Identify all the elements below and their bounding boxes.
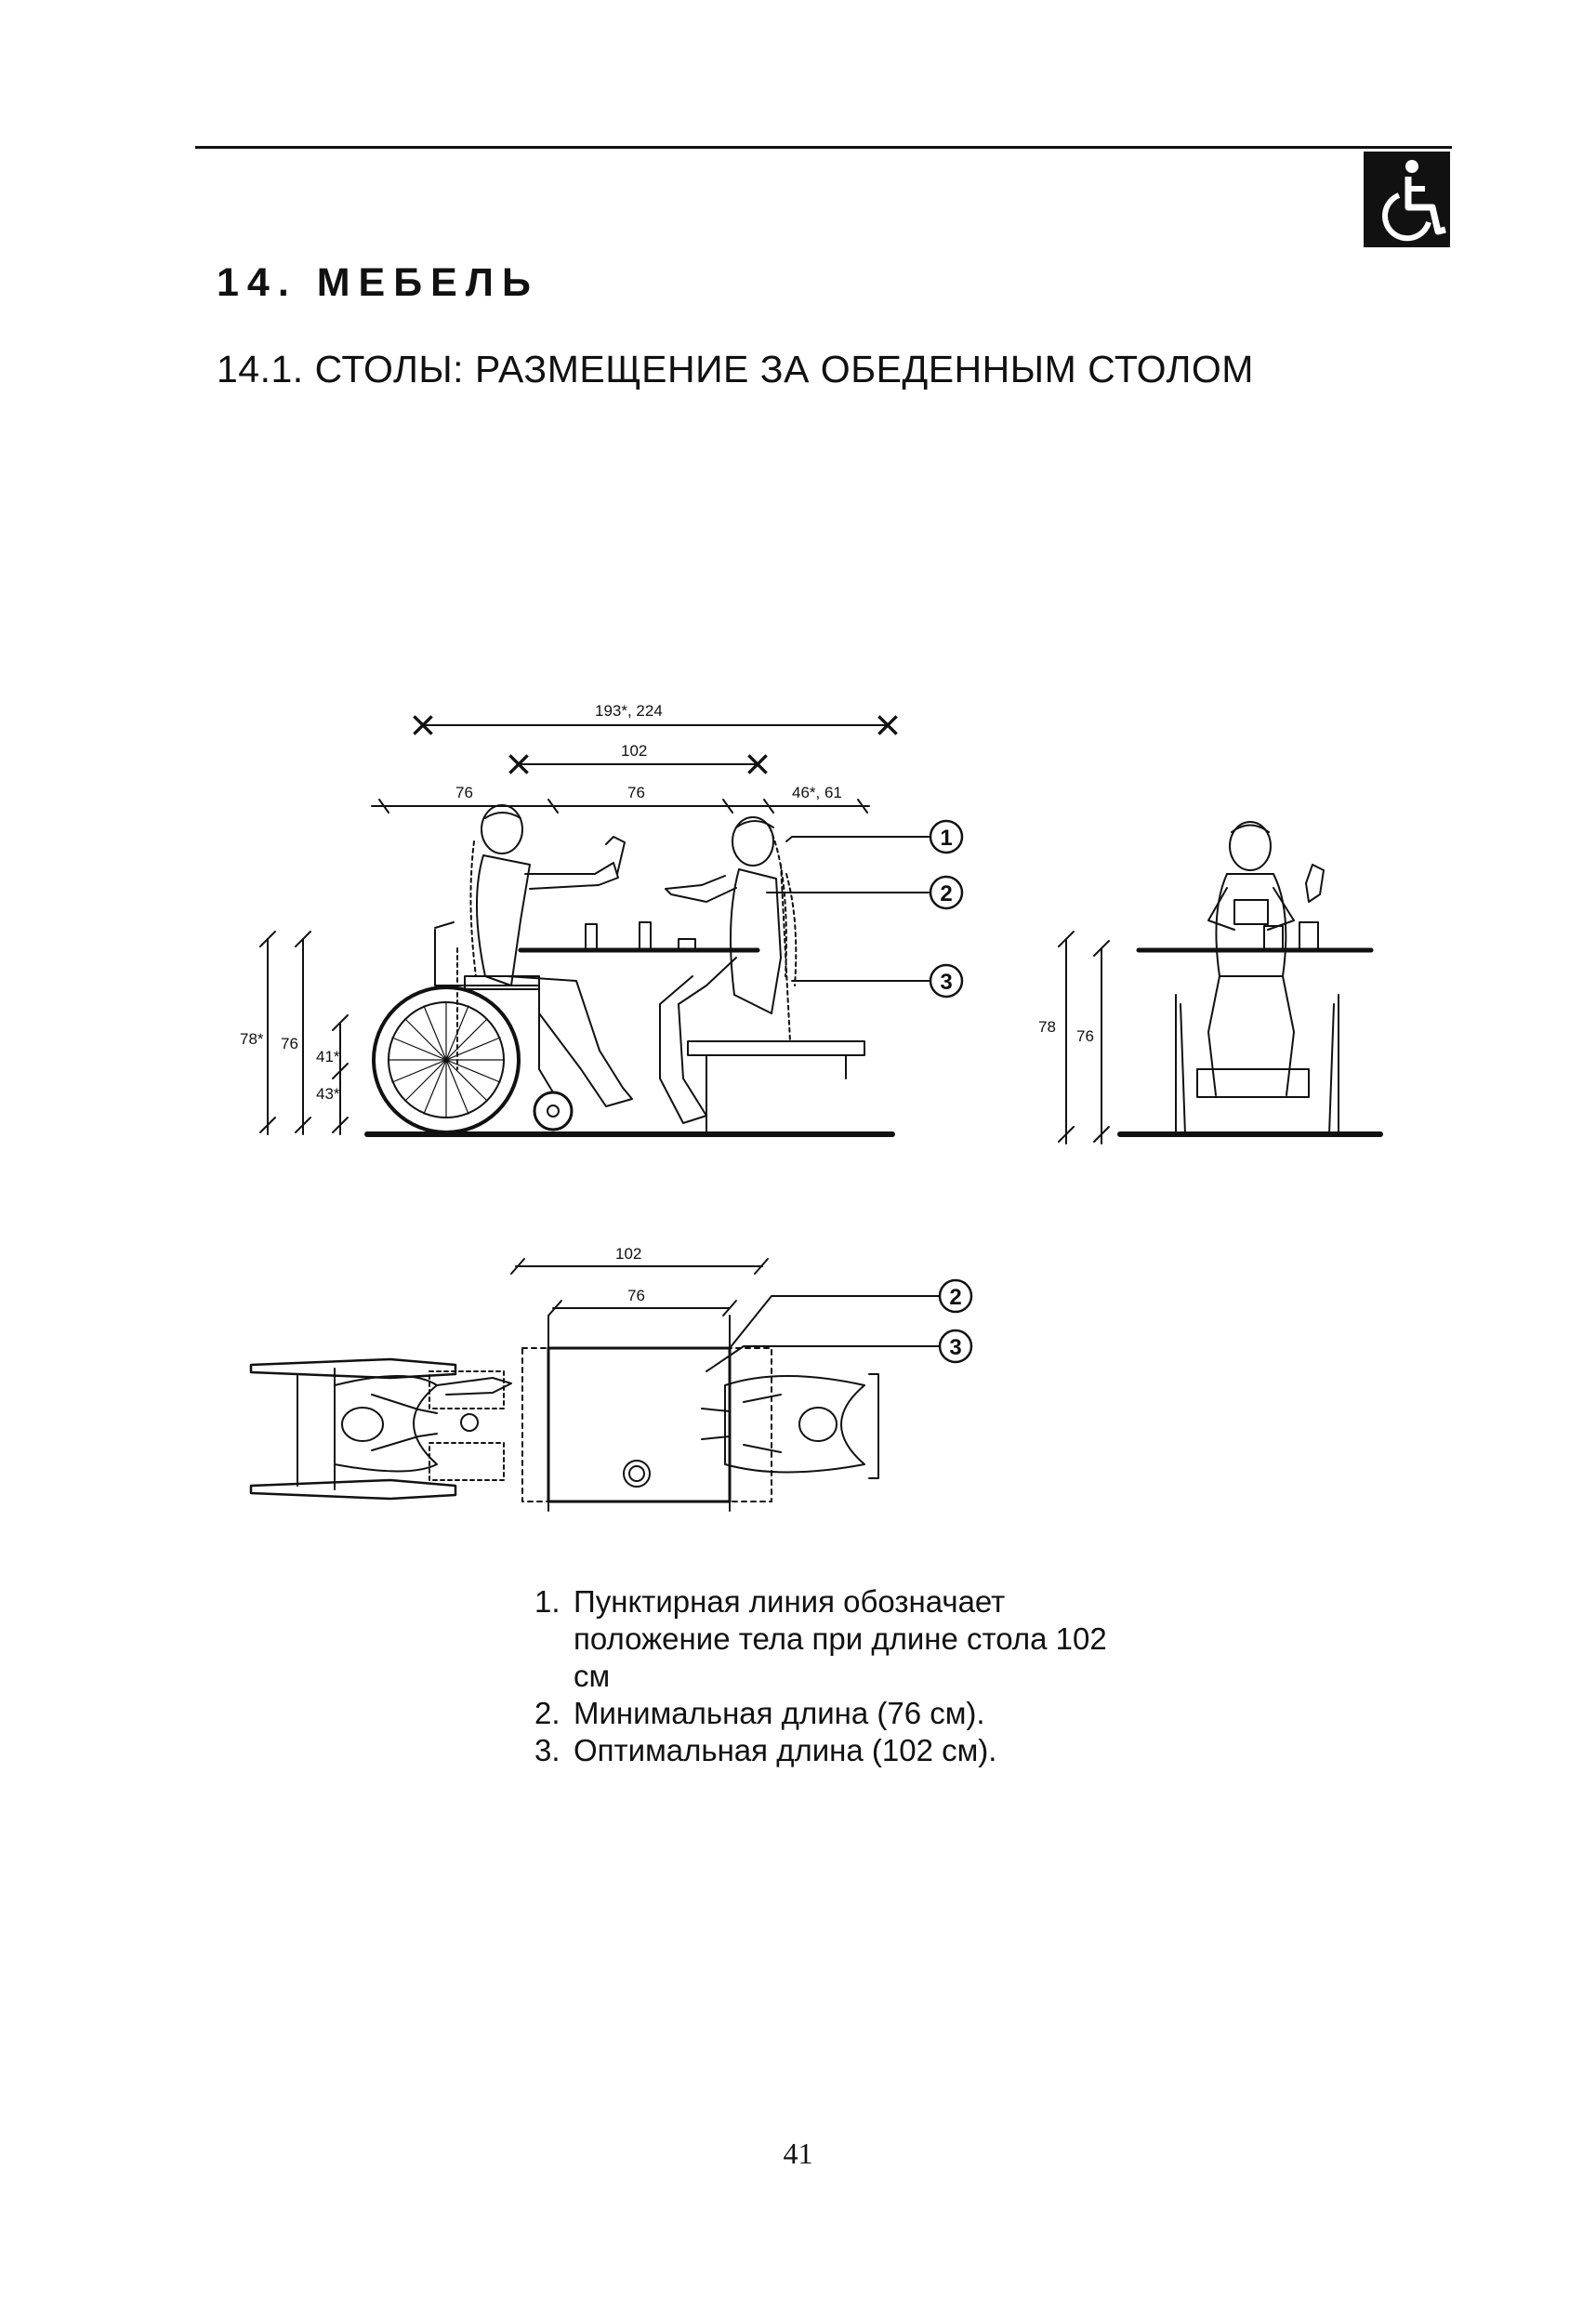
person-left-head: [481, 804, 523, 854]
note-item: 3. Оптимальная длина (102 см).: [534, 1732, 1148, 1769]
dining-table-figure: 193*, 224 102 76 76 46*, 61 78* 76 41* 4…: [223, 679, 1431, 1553]
header-rule: [195, 146, 1452, 149]
dim-seg-c-label: 46*, 61: [792, 784, 842, 801]
plan-table-label: 102: [615, 1245, 641, 1263]
side-view: [259, 715, 964, 1137]
front-view: [1058, 821, 1383, 1144]
plan-view: [249, 1258, 973, 1512]
dim-table-label: 102: [621, 742, 647, 760]
plan-table-min-label: 76: [627, 1287, 645, 1304]
note-number: 2.: [534, 1696, 561, 1730]
callout-1: [929, 819, 964, 854]
wheelchair-wheel: [372, 986, 521, 1134]
dim-seg-a-label: 76: [455, 784, 473, 801]
page-number: 41: [783, 2137, 813, 2170]
note-number: 1.: [534, 1584, 561, 1619]
person-right-torso: [730, 868, 782, 1014]
dim-seat-b-label: 43*: [316, 1085, 340, 1103]
callout-2: [929, 875, 964, 910]
plan-callout-2: [938, 1278, 973, 1314]
plan-callout-2-label: 2: [949, 1285, 961, 1310]
wheelchair-accessibility-icon: [1364, 152, 1450, 247]
person-right-head: [732, 816, 774, 867]
plan-callout-3-label: 3: [949, 1335, 961, 1360]
note-text: Минимальная длина (76 см).: [574, 1696, 985, 1730]
note-number: 3.: [534, 1733, 561, 1767]
chapter-title: 14. МЕБЕЛЬ: [217, 260, 539, 305]
person-right-arm: [665, 875, 737, 903]
dim-height-total-label: 78*: [240, 1030, 264, 1048]
note-text: Оптимальная длина (102 см).: [574, 1733, 997, 1767]
callout-3-label: 3: [940, 970, 952, 995]
front-height-table-label: 76: [1076, 1027, 1094, 1045]
plan-callout-3: [938, 1329, 973, 1364]
dining-table-drawing: 193*, 224 102 76 76 46*, 61 78* 76 41* 4…: [240, 702, 1383, 1512]
dim-height-table-label: 76: [281, 1035, 298, 1052]
note-text: Пунктирная линия обозначает положение те…: [574, 1584, 1107, 1693]
dim-seg-b-label: 76: [627, 784, 645, 801]
callout-2-label: 2: [940, 881, 952, 906]
notes-list: 1. Пунктирная линия обозначает положение…: [534, 1583, 1148, 1769]
callout-3: [929, 963, 964, 999]
person-left-arm: [524, 862, 619, 890]
dim-seat-a-label: 41*: [316, 1048, 340, 1065]
person-left-torso: [476, 854, 531, 986]
section-title: 14.1. СТОЛЫ: РАЗМЕЩЕНИЕ ЗА ОБЕДЕННЫМ СТО…: [217, 348, 1254, 390]
note-item: 2. Минимальная длина (76 см).: [534, 1695, 1148, 1732]
front-height-total-label: 78: [1038, 1018, 1056, 1036]
callout-1-label: 1: [940, 826, 952, 851]
note-item: 1. Пунктирная линия обозначает положение…: [534, 1583, 1148, 1695]
dim-overall-label: 193*, 224: [595, 702, 663, 720]
